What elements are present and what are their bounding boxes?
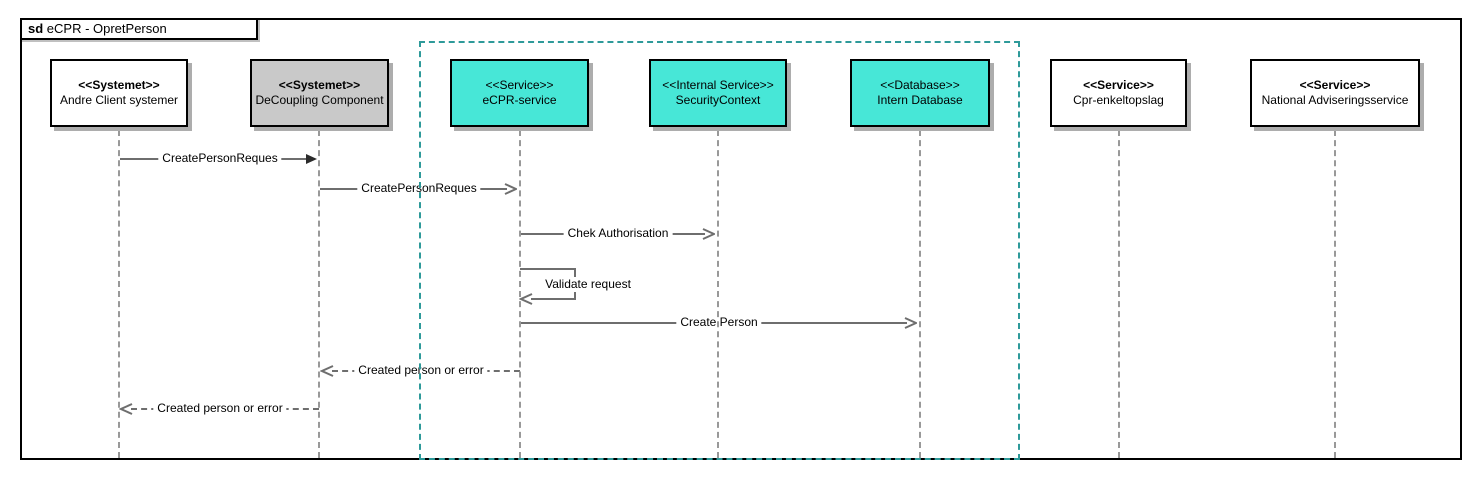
arrowhead-filled-right-icon	[306, 154, 317, 164]
lifeline-head-decoupling-component: <<Systemet>> DeCoupling Component	[250, 59, 389, 127]
message-label: Created person or error	[354, 363, 488, 378]
lifeline-head-national-adviseringsservice: <<Service>> National Adviseringsservice	[1250, 59, 1420, 127]
lifeline-name: Andre Client systemer	[59, 93, 179, 107]
message-label: Validate request	[541, 277, 635, 292]
lifeline-andre-client-systemer	[118, 130, 120, 458]
lifeline-head-andre-client-systemer: <<Systemet>> Andre Client systemer	[50, 59, 188, 127]
lifeline-name: National Adviseringsservice	[1261, 93, 1409, 107]
lifeline-decoupling-component	[318, 130, 320, 458]
lifeline-name: eCPR-service	[482, 93, 557, 107]
stereotype-label: <<Internal Service>>	[662, 78, 774, 92]
lifeline-intern-database	[919, 130, 921, 458]
stereotype-label: <<Systemet>>	[78, 78, 160, 92]
system-boundary-box	[419, 41, 1020, 460]
stereotype-label: <<Service>>	[1299, 78, 1371, 92]
stereotype-label: <<Database>>	[880, 78, 960, 92]
arrowhead-open-right-icon	[504, 183, 517, 195]
message-label: Created person or error	[153, 401, 287, 416]
lifeline-national-adviseringsservice	[1334, 130, 1336, 458]
arrowhead-open-right-icon	[904, 317, 917, 329]
lifeline-head-cpr-enkeltopslag: <<Service>> Cpr-enkeltopslag	[1050, 59, 1187, 127]
arrowhead-open-right-icon	[702, 228, 715, 240]
message-label: Chek Authorisation	[563, 226, 673, 241]
diagram-frame-title: sd eCPR - OpretPerson	[20, 18, 258, 40]
self-message-return-line	[531, 298, 576, 300]
lifeline-head-intern-database: <<Database>> Intern Database	[850, 59, 990, 127]
arrowhead-open-left-icon	[519, 293, 533, 305]
stereotype-label: <<Service>>	[1083, 78, 1154, 92]
stereotype-label: <<Systemet>>	[278, 78, 361, 92]
lifeline-head-ecpr-service: <<Service>> eCPR-service	[450, 59, 589, 127]
self-message-top-line	[520, 268, 574, 270]
lifeline-name: Intern Database	[877, 93, 963, 107]
lifeline-name: SecurityContext	[675, 93, 761, 107]
frame-title-text: eCPR - OpretPerson	[43, 21, 167, 36]
frame-keyword: sd	[28, 21, 44, 36]
stereotype-label: <<Service>>	[485, 78, 554, 92]
message-label: CreatePersonReques	[158, 151, 282, 166]
arrowhead-open-left-icon	[320, 365, 334, 377]
lifeline-head-securitycontext: <<Internal Service>> SecurityContext	[649, 59, 787, 127]
lifeline-name: Cpr-enkeltopslag	[1073, 93, 1164, 107]
lifeline-cpr-enkeltopslag	[1118, 130, 1120, 458]
lifeline-securitycontext	[717, 130, 719, 458]
message-label: Create Person	[676, 315, 762, 330]
lifeline-ecpr-service	[519, 130, 521, 458]
arrowhead-open-left-icon	[119, 403, 133, 415]
lifeline-name: DeCoupling Component	[255, 93, 384, 107]
